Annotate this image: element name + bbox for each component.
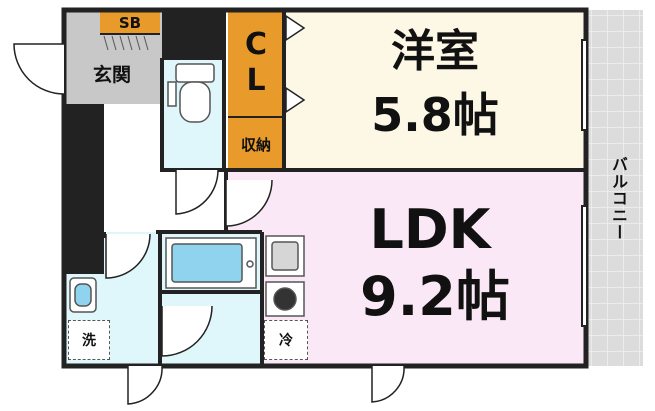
toilet-door-swing [175,169,219,215]
closet-door-upper [285,14,306,42]
closet-door-lower [285,86,306,114]
shoe-box-label: SB [118,14,142,32]
balcony-area [587,10,643,366]
shoe-box-shelf [103,35,149,51]
fridge-tag: 冷 [264,320,308,360]
closet-label-l: L [246,63,266,98]
ldk-name: LDK [369,198,491,261]
bottom-door-right [371,365,405,403]
entrance-door-swing [13,43,65,95]
western-room-name: 洋室 [391,26,479,77]
bathtub [165,237,257,289]
western-room-floor [284,12,584,170]
window-upper [581,39,588,131]
storage-block [228,118,284,168]
balcony-label: バルコニー [609,156,628,241]
window-lower [581,205,588,327]
toilet-top-wall [162,10,226,60]
entrance-wall [62,104,104,274]
toilet-fixture [167,63,215,123]
ldk-size: 9.2帖 [360,265,510,328]
western-room-size: 5.8帖 [371,88,499,142]
hall-floor [104,108,162,232]
entrance-label: 玄関 [92,64,131,86]
storage-label: 収納 [240,136,271,154]
washroom-door-swing [105,233,151,279]
bottom-door-left [127,365,163,405]
kitchen-sink [265,235,305,277]
closet-block [228,12,284,116]
bath-door-swing [161,305,213,357]
closet-label-c: C [244,27,268,62]
kitchen-stove [265,281,305,317]
washer-tag: 洗 [68,320,110,360]
outer-wall [61,7,589,369]
shoe-box [100,12,160,34]
washbasin [69,277,97,313]
ldk-door-swing [225,179,273,227]
